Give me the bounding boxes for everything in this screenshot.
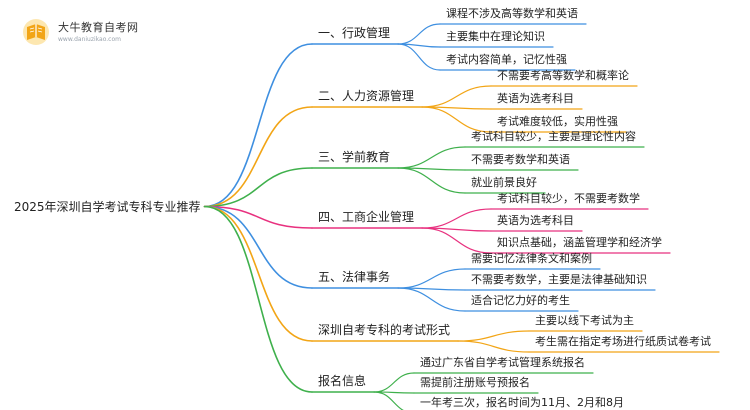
leaf-renli-3: 考试难度较低，实用性强 (497, 115, 618, 128)
branch-label-falv: 五、法律事务 (318, 270, 391, 284)
book-logo-icon (23, 19, 49, 45)
leaf-baoming-3: 一年考三次，报名时间为11月、2月和8月 (420, 396, 624, 409)
leaf-xingzheng-3: 考试内容简单，记忆性强 (446, 53, 567, 66)
branch-label-xueqian: 三、学前教育 (318, 150, 391, 164)
branch-label-kaoshi-xingshi: 深圳自考专科的考试形式 (318, 323, 451, 337)
leaf-xingzheng-1: 课程不涉及高等数学和英语 (446, 7, 578, 20)
connector-branch-leaf (421, 106, 492, 133)
mind-map-root: 2025年深圳自学考试专科专业推荐 (14, 200, 201, 214)
leaf-gongshang-1: 考试科目较少，不需要考数学 (497, 192, 640, 205)
leaf-kaoshi-1: 主要以线下考试为主 (535, 314, 634, 327)
site-logo-url: www.daniuzikao.com (58, 36, 121, 43)
leaf-xingzheng-2: 主要集中在理论知识 (446, 30, 545, 43)
leaf-falv-3: 适合记忆力好的考生 (471, 294, 570, 307)
leaf-baoming-1: 通过广东省自学考试管理系统报名 (420, 356, 585, 369)
connector-root-branch (203, 205, 313, 289)
leaf-falv-2: 不需要考数学，主要是法律基础知识 (471, 273, 647, 286)
branch-label-xingzheng: 一、行政管理 (318, 26, 391, 40)
leaf-xueqian-2: 不需要考数学和英语 (471, 153, 570, 166)
connector-branch-leaf (421, 85, 492, 108)
branch-label-gongshang: 四、工商企业管理 (318, 210, 415, 224)
connector-branch-leaf (397, 23, 441, 45)
leaf-xueqian-3: 就业前景良好 (471, 176, 537, 189)
leaf-renli-1: 不需要考高等数学和概率论 (497, 69, 629, 82)
leaf-gongshang-3: 知识点基础，涵盖管理学和经济学 (497, 236, 662, 249)
branch-label-baoming: 报名信息 (318, 374, 367, 388)
leaf-falv-1: 需要记忆法律条文和案例 (471, 252, 592, 265)
connector-branch-leaf (397, 43, 441, 71)
leaf-xueqian-1: 考试科目较少，主要是理论性内容 (471, 130, 636, 143)
connector-branch-leaf (373, 372, 415, 393)
connector-branch-leaf (397, 287, 466, 312)
connector-branch-leaf (397, 146, 466, 169)
connector-branch-leaf (457, 330, 530, 342)
connector-root-branch (203, 205, 313, 229)
connector-root-branch (203, 106, 313, 208)
leaf-renli-2: 英语为选考科目 (497, 92, 574, 105)
leaf-baoming-2: 需提前注册账号预报名 (420, 376, 530, 389)
branch-label-renli: 二、人力资源管理 (318, 89, 415, 103)
connector-branch-leaf (421, 208, 492, 229)
leaf-gongshang-2: 英语为选考科目 (497, 214, 574, 227)
connector-branch-leaf (373, 391, 405, 410)
connector-root-branch (203, 43, 313, 208)
connector-root-branch (203, 205, 313, 393)
site-logo-name: 大牛教育自考网 (58, 21, 139, 34)
leaf-kaoshi-2: 考生需在指定考场进行纸质试卷考试 (535, 335, 711, 348)
connector-branch-leaf (397, 268, 466, 289)
site-logo[interactable]: 大牛教育自考网 www.daniuzikao.com (18, 12, 168, 52)
connector-root-branch (203, 205, 313, 342)
connector-branch-leaf (421, 227, 492, 254)
connector-branch-leaf (457, 340, 530, 353)
connector-root-branch (203, 167, 313, 208)
connector-branch-leaf (397, 167, 466, 194)
